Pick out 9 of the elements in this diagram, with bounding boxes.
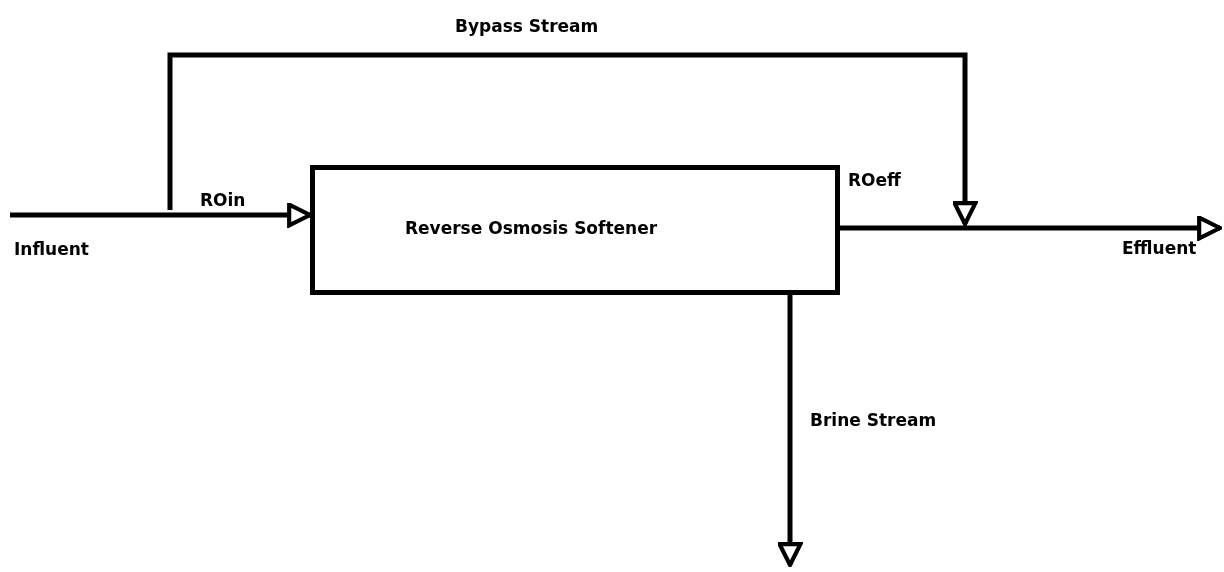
process-label: Reverse Osmosis Softener [405,218,658,238]
stream-label: Influent [14,239,89,259]
arrow [777,295,803,568]
arrow [167,52,978,227]
arrow [10,202,313,228]
process-box [310,165,840,295]
edge-label: Bypass Stream [455,16,599,36]
arrow [840,215,1223,241]
stream-label: Effluent [1122,238,1197,258]
